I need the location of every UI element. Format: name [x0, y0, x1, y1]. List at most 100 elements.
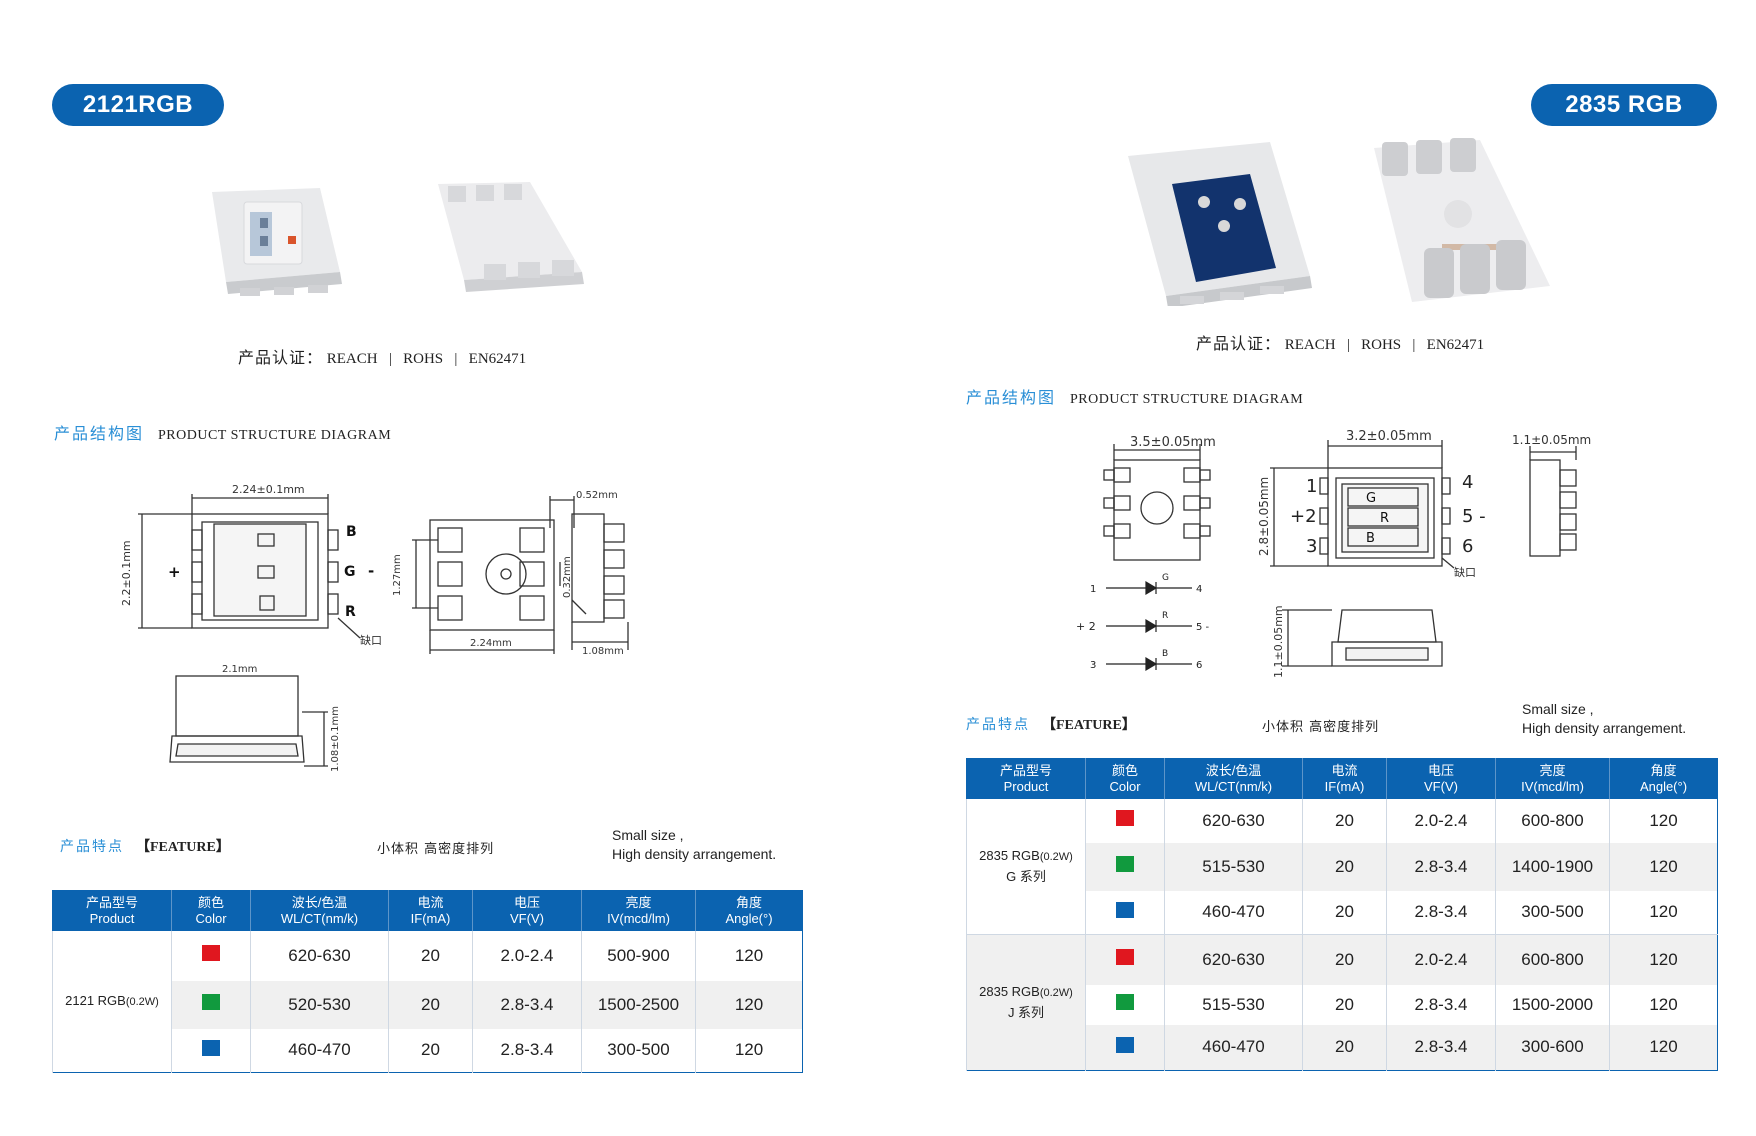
polarity-minus: - [368, 562, 374, 580]
chip-label-g: G [1366, 491, 1376, 506]
led-photos-2121 [212, 182, 584, 296]
angle-cell: 120 [1609, 842, 1718, 891]
color-swatch-cell [1085, 842, 1165, 891]
circuit-chip-r: R [1162, 611, 1168, 621]
led-photos-2835 [1128, 138, 1550, 306]
color-swatch-green [1116, 856, 1134, 872]
brightness-cell: 600-800 [1495, 934, 1610, 985]
dim-bottom-width: 2.24mm [470, 638, 512, 649]
wavelength-cell: 515-530 [1164, 842, 1303, 891]
brightness-cell: 300-600 [1495, 1024, 1610, 1071]
color-swatch-green [1116, 994, 1134, 1010]
current-cell: 20 [1302, 798, 1387, 843]
cert-reach: REACH [1284, 337, 1336, 353]
circuit-chip-g: G [1162, 573, 1169, 583]
wavelength-cell: 460-470 [250, 1028, 389, 1073]
color-swatch-blue [202, 1039, 220, 1056]
feature-desc-en-line1: Small size , [1522, 701, 1594, 717]
wavelength-cell: 515-530 [1164, 984, 1303, 1025]
pin-4: 4 [1462, 472, 1473, 493]
table-row: 460-470 20 2.8-3.4 300-500 120 [967, 890, 1718, 935]
notch-label: 缺口 [360, 633, 382, 647]
circuit-pin-4: 4 [1196, 584, 1202, 595]
voltage-cell: 2.0-2.4 [1386, 798, 1496, 843]
table-row: 515-530 20 2.8-3.4 1400-1900 120 [967, 842, 1718, 891]
table-row: 2121 RGB(0.2W) 620-630 20 2.0-2.4 500-90… [52, 930, 803, 1073]
structure-heading-cn: 产品结构图 [966, 388, 1057, 407]
feature-desc-en: Small size , High density arrangement. [612, 826, 776, 864]
angle-cell: 120 [695, 980, 803, 1029]
wavelength-cell: 460-470 [1164, 1024, 1303, 1071]
notch-label: 缺口 [1454, 565, 1476, 579]
color-swatch-blue [1116, 1036, 1134, 1053]
structure-diagram-2835: 3.5±0.05mm 3.2±0.05mm 2.8±0.05mm G R B 1… [1076, 429, 1591, 678]
pin-label-g: G [344, 564, 356, 580]
chip-label-b: B [1366, 531, 1375, 546]
color-swatch-blue [1116, 901, 1134, 918]
feature-desc-cn: 小体积 高密度排列 [1262, 720, 1380, 735]
circuit-pin-1: 1 [1090, 584, 1096, 595]
feature-heading-left: 产品特点【FEATURE】 [60, 836, 230, 856]
cert-en62471: EN62471 [468, 351, 527, 367]
chip-label-r: R [1380, 511, 1389, 526]
brightness-cell: 500-900 [581, 930, 696, 981]
product-title-2121rgb: 2121RGB [52, 84, 224, 126]
dim-thickness: 1.1±0.05mm [1272, 605, 1285, 678]
pin-3: 3 [1306, 536, 1317, 557]
color-swatch-cell [1085, 984, 1165, 1025]
pin-label-b: B [346, 524, 357, 540]
feature-heading-cn: 产品特点 [60, 839, 124, 855]
cert-label: 产品认证： [1196, 334, 1282, 353]
brightness-cell: 300-500 [1495, 890, 1610, 935]
dim-top-width: 2.24±0.1mm [232, 483, 305, 496]
feature-heading-right: 产品特点【FEATURE】 [966, 714, 1136, 734]
color-swatch-cell [1085, 1024, 1165, 1071]
brightness-cell: 1400-1900 [1495, 842, 1610, 891]
cert-label: 产品认证： [238, 348, 324, 367]
table-row: 515-530 20 2.8-3.4 1500-2000 120 [967, 984, 1718, 1025]
dim-front-height: 1.08±0.1mm [330, 706, 341, 772]
voltage-cell: 2.8-3.4 [1386, 1024, 1496, 1071]
feature-desc-en-line2: High density arrangement. [612, 846, 777, 862]
voltage-cell: 2.0-2.4 [1386, 934, 1496, 985]
cert-en62471: EN62471 [1426, 337, 1485, 353]
dim-w1: 3.5±0.05mm [1130, 435, 1216, 450]
color-swatch-cell [1085, 890, 1165, 935]
circuit-pin-2: + 2 [1076, 620, 1096, 633]
current-cell: 20 [1302, 890, 1387, 935]
wavelength-cell: 620-630 [1164, 934, 1303, 985]
voltage-cell: 2.8-3.4 [1386, 984, 1496, 1025]
brightness-cell: 300-500 [581, 1028, 696, 1073]
table-row: 460-470 20 2.8-3.4 300-600 120 [967, 1024, 1718, 1071]
angle-cell: 120 [1609, 1024, 1718, 1071]
current-cell: 20 [1302, 984, 1387, 1025]
color-swatch-red [202, 945, 220, 961]
table-row: 2835 RGB(0.2W)G 系列 620-630 20 2.0-2.4 60… [966, 798, 1718, 935]
led-2835-top-photo [1128, 142, 1312, 306]
circuit-chip-b: B [1162, 649, 1168, 659]
product-title-2835rgb: 2835 RGB [1531, 84, 1717, 126]
pin-6: 6 [1462, 536, 1473, 557]
voltage-cell: 2.8-3.4 [472, 980, 582, 1029]
structure-heading-en: PRODUCT STRUCTURE DIAGRAM [1070, 392, 1304, 407]
certification-line-right: 产品认证： REACH | ROHS | EN62471 [1196, 330, 1484, 354]
angle-cell: 120 [695, 1028, 803, 1073]
feature-heading-en: 【FEATURE】 [136, 840, 230, 855]
brightness-cell: 1500-2000 [1495, 984, 1610, 1025]
brightness-cell: 1500-2500 [581, 980, 696, 1029]
color-swatch-cell [1085, 798, 1165, 843]
voltage-cell: 2.8-3.4 [1386, 890, 1496, 935]
certification-line-left: 产品认证： REACH | ROHS | EN62471 [238, 344, 526, 368]
